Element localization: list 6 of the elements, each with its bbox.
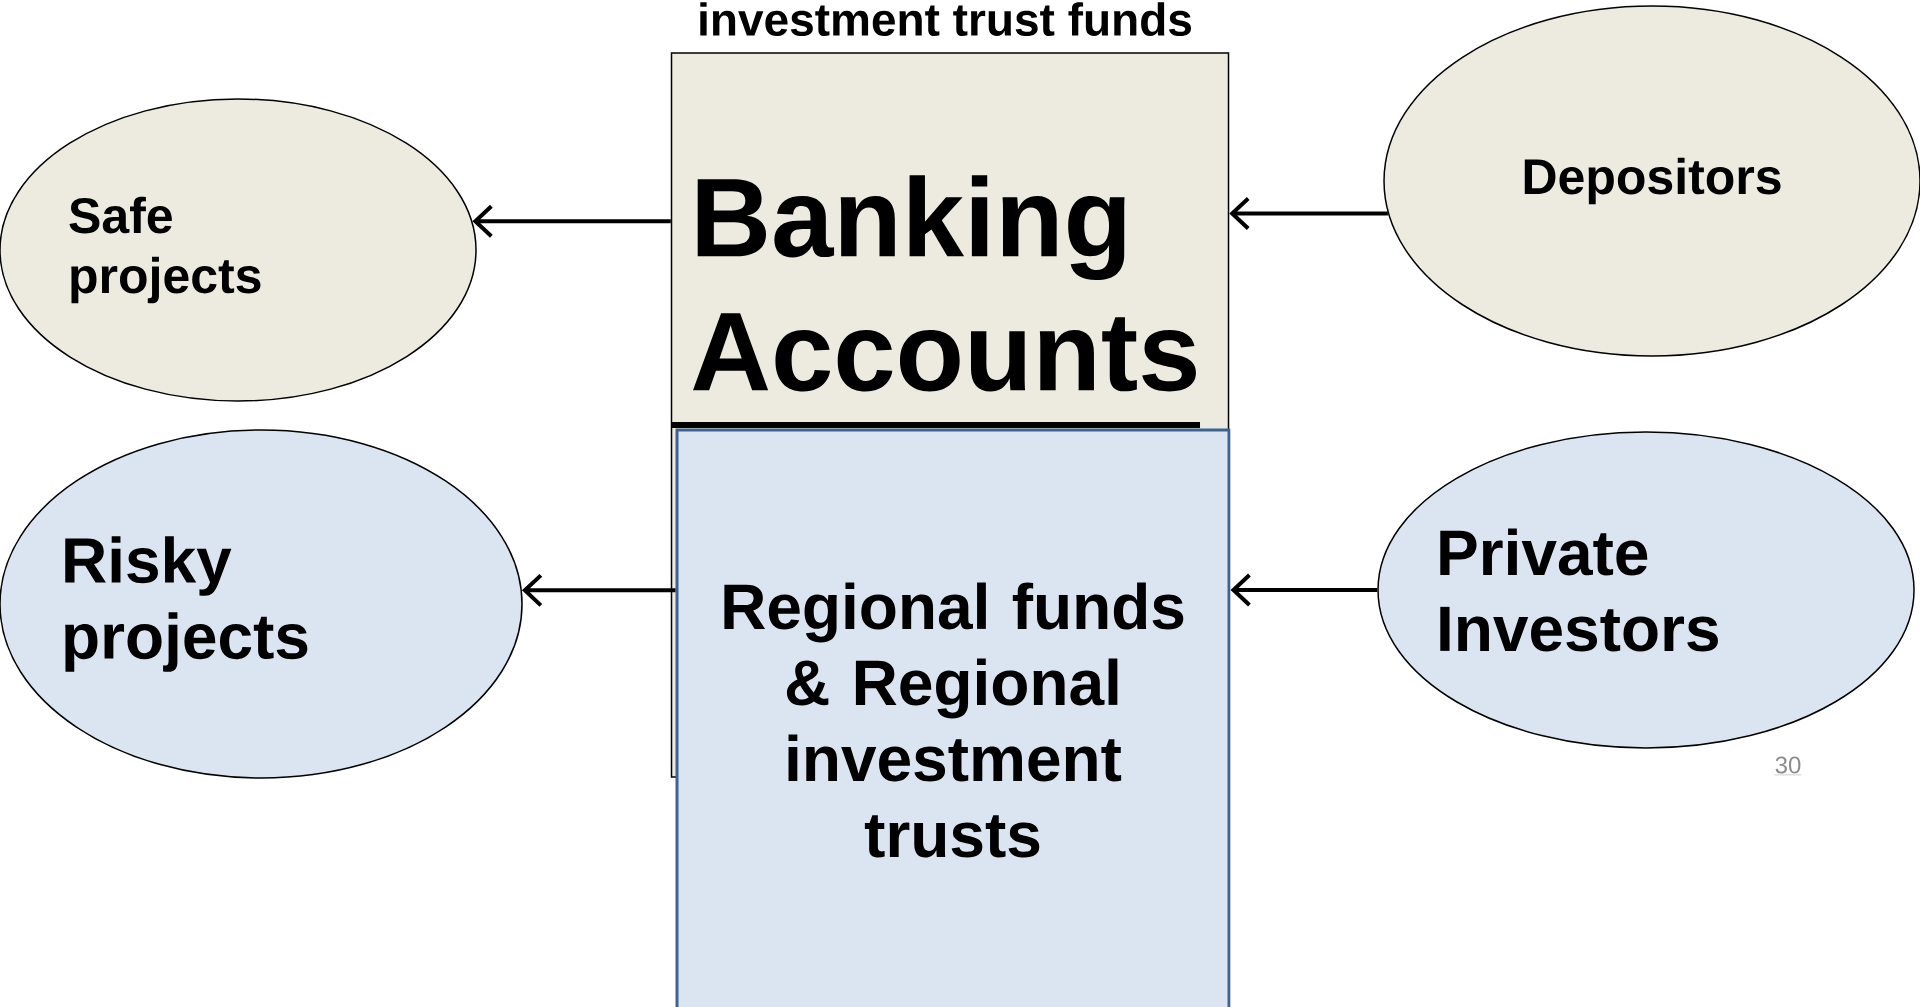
arrow xyxy=(472,204,671,238)
arrow xyxy=(1229,196,1388,230)
fund-box: Regional funds & Regional investment trusts xyxy=(675,428,1231,1007)
title: investment trust funds xyxy=(700,2,1191,36)
arrow xyxy=(1230,573,1378,607)
arrow xyxy=(521,573,676,607)
